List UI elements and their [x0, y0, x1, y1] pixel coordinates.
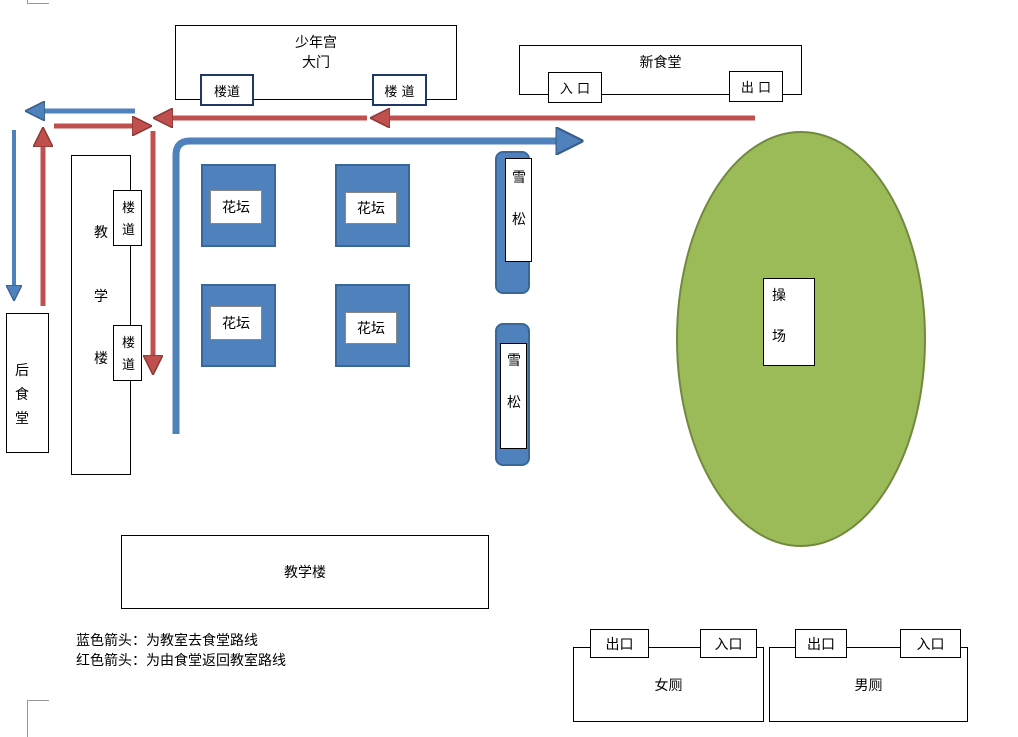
female-toilet-exit: 出口 [590, 629, 649, 658]
flower-bed-4-label: 花坛 [357, 321, 385, 337]
teaching-building-bottom: 教学楼 [121, 535, 489, 609]
palace-stairway-left: 楼道 [200, 74, 254, 106]
male-toilet-entrance: 入口 [900, 629, 961, 658]
back-canteen-char-2: 食 [15, 387, 29, 403]
back-canteen-char-1: 后 [15, 363, 29, 379]
cedar-tree-2-char-1: 雪 [507, 353, 521, 369]
cedar-tree-1-char-2: 松 [512, 212, 526, 228]
playground-char-2: 场 [772, 329, 786, 345]
playground-label-box: 操 场 [763, 278, 815, 366]
female-toilet-entrance: 入口 [700, 629, 757, 658]
male-toilet-exit-label: 出口 [807, 636, 835, 653]
palace-title: 少年宫 [295, 35, 337, 51]
new-canteen-entrance: 入 口 [548, 72, 602, 103]
stairway-top-char-1: 楼 [122, 201, 136, 216]
flower-bed-4-label-box: 花坛 [345, 312, 397, 344]
flower-bed-4: 花坛 [335, 284, 410, 367]
stairway-bottom-char-1: 楼 [122, 336, 136, 351]
new-canteen-title: 新食堂 [639, 55, 682, 71]
male-toilet: 男厕 [769, 647, 968, 722]
teaching-building-stairway-top: 楼 道 [113, 190, 142, 246]
flower-bed-3: 花坛 [201, 284, 276, 367]
flower-bed-2-label: 花坛 [357, 201, 385, 217]
female-toilet-entrance-label: 入口 [714, 636, 743, 653]
cedar-tree-2: 雪 松 [495, 323, 530, 466]
back-canteen: 后 食 堂 [6, 313, 49, 453]
male-toilet-label: 男厕 [854, 677, 883, 694]
palace-stairway-right-label: 楼 道 [384, 84, 415, 100]
crop-mark-bottom-left [27, 700, 49, 737]
flower-bed-1-label: 花坛 [222, 200, 250, 216]
legend-red: 红色箭头：为由食堂返回教室路线 [76, 653, 286, 669]
flower-bed-3-label-box: 花坛 [210, 306, 262, 340]
cedar-tree-2-label-box: 雪 松 [500, 343, 527, 449]
new-canteen-entrance-label: 入 口 [559, 82, 591, 97]
teaching-building-left-char-3: 楼 [94, 351, 108, 367]
male-toilet-entrance-label: 入口 [916, 636, 945, 653]
new-canteen-exit: 出 口 [729, 71, 783, 102]
palace-gate-label: 大门 [302, 55, 330, 71]
teaching-building-left-char-2: 学 [94, 289, 108, 305]
playground-char-1: 操 [772, 288, 786, 304]
new-canteen-exit-label: 出 口 [740, 81, 772, 96]
teaching-building-left-char-1: 教 [94, 225, 108, 241]
flower-bed-1-label-box: 花坛 [210, 190, 262, 224]
flower-bed-1: 花坛 [201, 164, 276, 247]
female-toilet-label: 女厕 [654, 677, 683, 694]
cedar-tree-1: 雪 松 [495, 151, 532, 294]
palace-stairway-left-label: 楼道 [213, 84, 240, 100]
back-canteen-char-3: 堂 [15, 411, 29, 427]
legend-blue: 蓝色箭头：为教室去食堂路线 [76, 633, 258, 649]
stairway-top-char-2: 道 [122, 223, 136, 238]
female-toilet-exit-label: 出口 [605, 636, 634, 653]
teaching-building-bottom-label: 教学楼 [284, 565, 326, 581]
cedar-tree-2-char-2: 松 [507, 395, 521, 411]
female-toilet: 女厕 [573, 647, 764, 722]
crop-mark-top-left [27, 0, 49, 4]
stairway-bottom-char-2: 道 [122, 358, 136, 373]
teaching-building-stairway-bottom: 楼 道 [113, 325, 142, 381]
flower-bed-2: 花坛 [335, 164, 410, 247]
cedar-tree-1-label-box: 雪 松 [505, 158, 532, 262]
flower-bed-3-label: 花坛 [222, 316, 250, 332]
flower-bed-2-label-box: 花坛 [345, 192, 397, 224]
cedar-tree-1-char-1: 雪 [512, 170, 526, 186]
palace-stairway-right: 楼 道 [372, 74, 427, 106]
male-toilet-exit: 出口 [795, 629, 847, 658]
